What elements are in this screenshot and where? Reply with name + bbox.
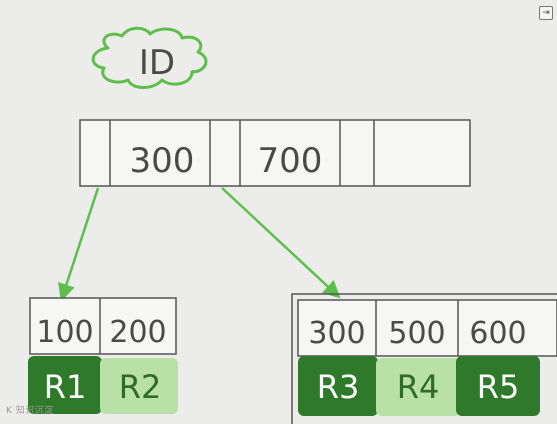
index-cloud-shape: [91, 26, 208, 89]
leaf-key: 200: [109, 315, 166, 350]
row-cell-light: [376, 358, 460, 416]
row-label: R1: [44, 368, 87, 406]
exit-icon[interactable]: ⇥: [539, 6, 553, 20]
row-label: R5: [477, 368, 520, 406]
row-cell-light: [100, 358, 178, 414]
leaf-key: 100: [36, 315, 93, 350]
leaf-key: 500: [388, 316, 445, 351]
row-cell-dark: [298, 356, 378, 416]
leaf-node-left: 100 200 R1 R2: [28, 297, 178, 414]
root-node: 300 700: [79, 119, 471, 187]
leaf-key: 600: [469, 316, 526, 351]
row-cell-dark: [456, 356, 540, 416]
row-cell-dark: [28, 356, 102, 414]
row-label: R2: [119, 368, 162, 406]
root-key: 300: [130, 141, 195, 181]
leaf-key: 300: [308, 316, 365, 351]
pointer-arrow-left: [58, 187, 100, 302]
watermark-text: K 知识沉淀: [6, 406, 54, 416]
row-label: R4: [397, 368, 440, 406]
pointer-arrow-right: [221, 187, 341, 299]
index-name-label: ID: [139, 43, 175, 83]
leaf-node-right: 300 500 600 R3 R4 R5: [291, 293, 557, 424]
row-label: R3: [317, 368, 360, 406]
root-key: 700: [258, 141, 323, 181]
